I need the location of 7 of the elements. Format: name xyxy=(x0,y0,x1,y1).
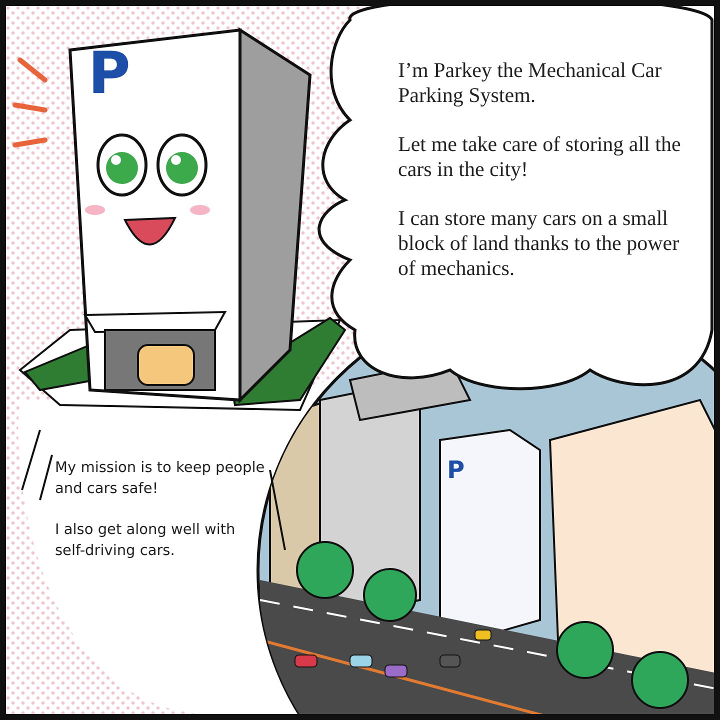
speech-text: I also get along well with self-driving cars. xyxy=(55,521,236,561)
speech-text: I can store many cars on a small block of land thanks to the power of mechanics. xyxy=(398,206,680,281)
parking-sign: P xyxy=(447,458,465,482)
speech-text: Let me take care of storing all the cars in the city! xyxy=(398,132,682,182)
speech-text: My mission is to keep people and cars safe! xyxy=(55,459,265,499)
speech-text: I’m Parkey the Mechanical Car Parking System. xyxy=(398,58,663,108)
parking-sign: P xyxy=(88,44,131,102)
